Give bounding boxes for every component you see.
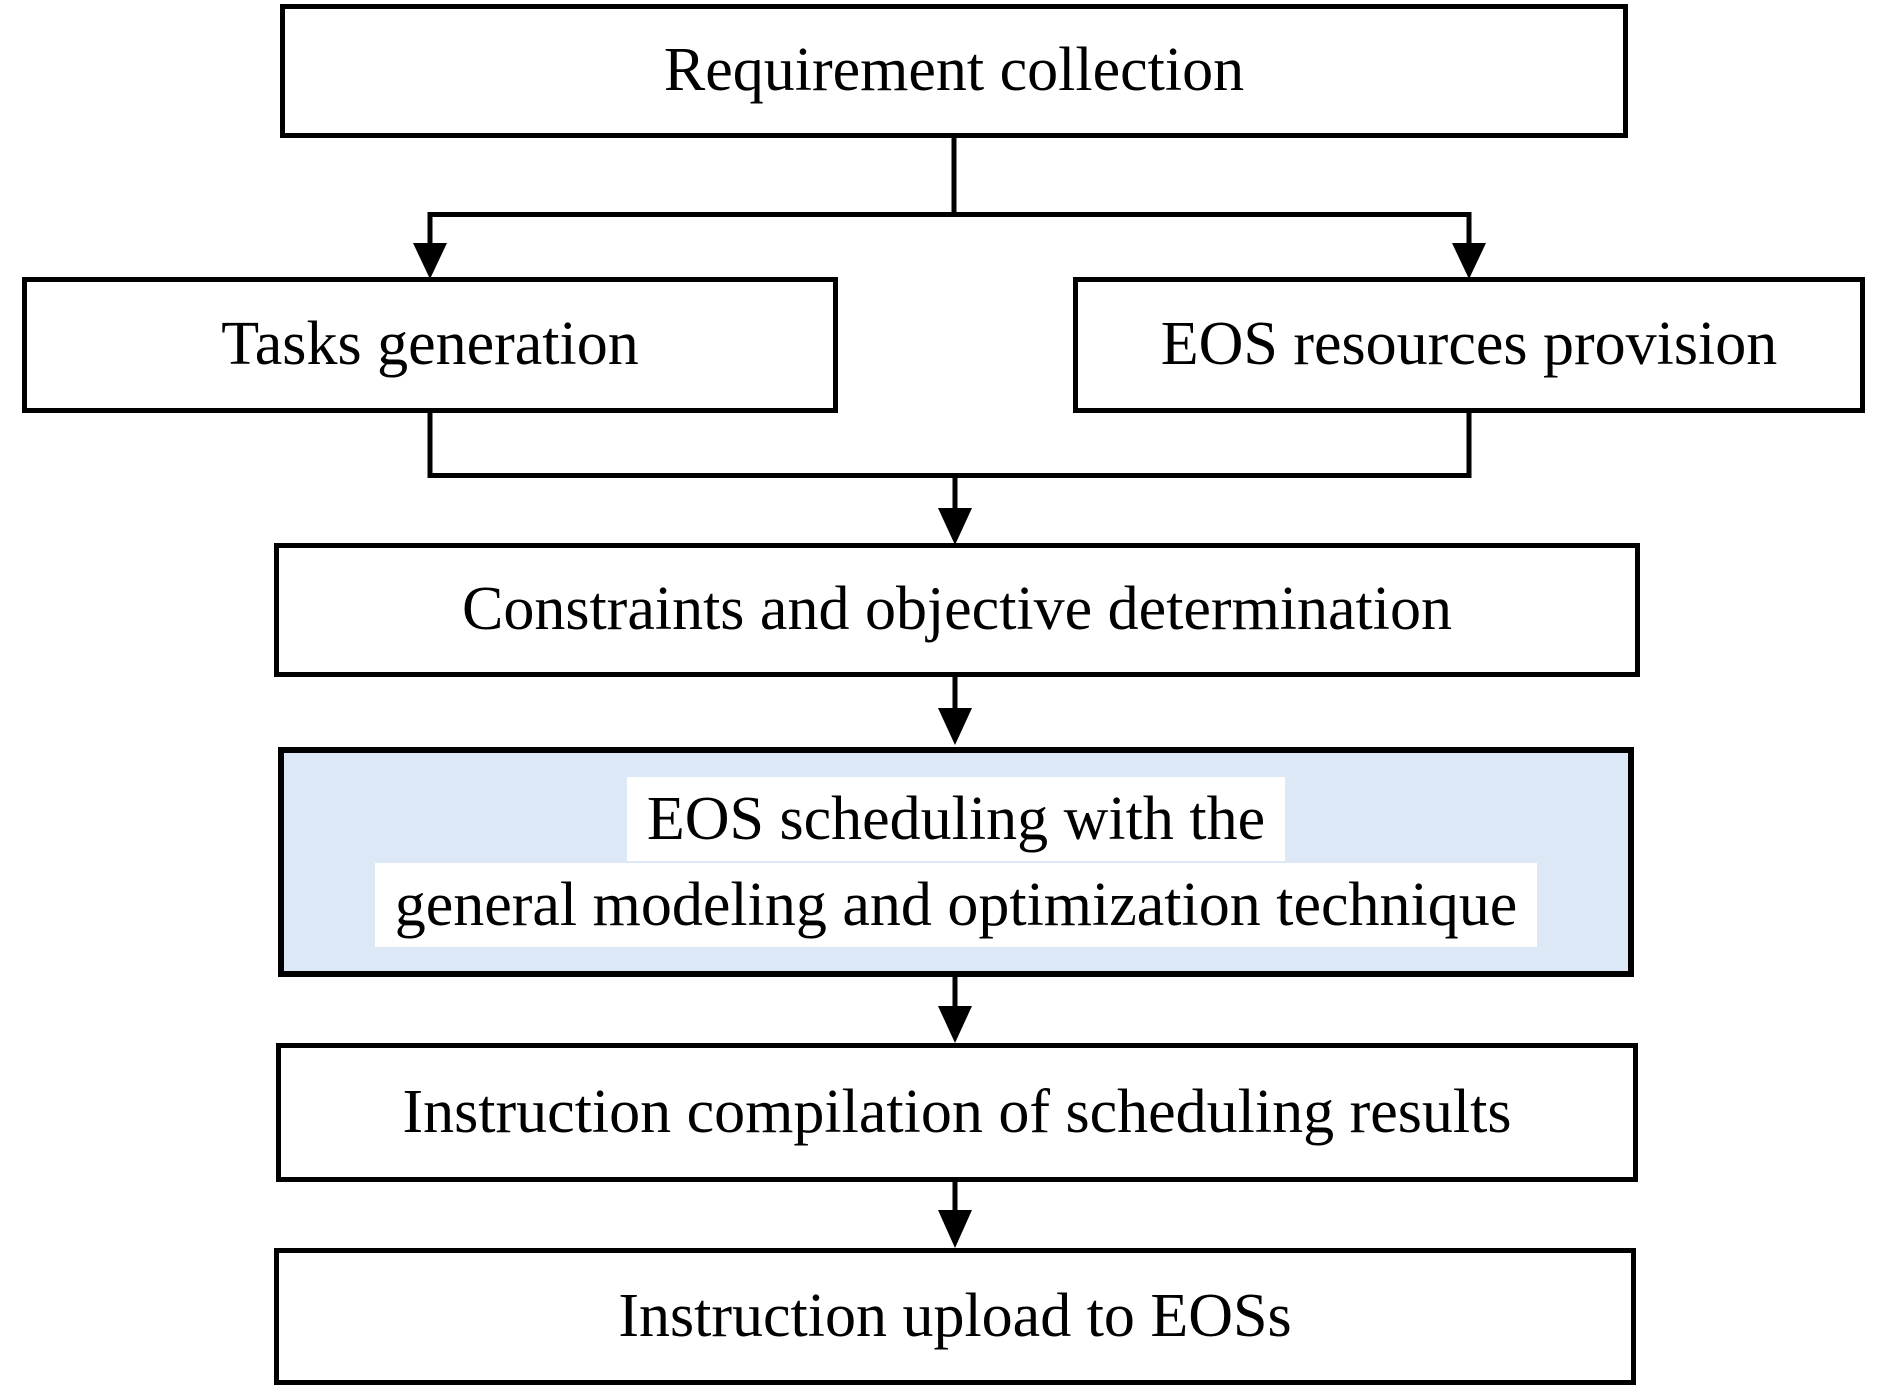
arrowhead-to-constraints: [938, 508, 972, 545]
arrowhead-to-compilation: [938, 1006, 972, 1043]
node-label-line1: EOS scheduling with the: [626, 776, 1286, 861]
node-label: Tasks generation: [221, 310, 639, 379]
node-label: Instruction upload to EOSs: [618, 1281, 1292, 1350]
node-requirement-collection: Requirement collection: [280, 4, 1628, 138]
node-instruction-compilation: Instruction compilation of scheduling re…: [276, 1043, 1638, 1182]
node-eos-resources-provision: EOS resources provision: [1073, 277, 1865, 413]
arrowhead-to-scheduling: [938, 708, 972, 745]
arrowhead-to-upload: [938, 1210, 972, 1248]
node-eos-scheduling-highlighted: EOS scheduling with the general modeling…: [278, 747, 1634, 977]
arrowhead-to-tasks: [413, 243, 447, 279]
node-label: Instruction compilation of scheduling re…: [402, 1077, 1512, 1146]
node-tasks-generation: Tasks generation: [22, 277, 838, 413]
node-label-line2: general modeling and optimization techni…: [374, 863, 1538, 948]
node-label: Requirement collection: [663, 36, 1245, 105]
node-label: EOS resources provision: [1160, 310, 1778, 379]
node-label: Constraints and objective determination: [461, 575, 1453, 644]
node-constraints-objective-determination: Constraints and objective determination: [274, 543, 1640, 677]
node-instruction-upload: Instruction upload to EOSs: [274, 1248, 1636, 1385]
arrowhead-to-resources: [1452, 243, 1486, 279]
